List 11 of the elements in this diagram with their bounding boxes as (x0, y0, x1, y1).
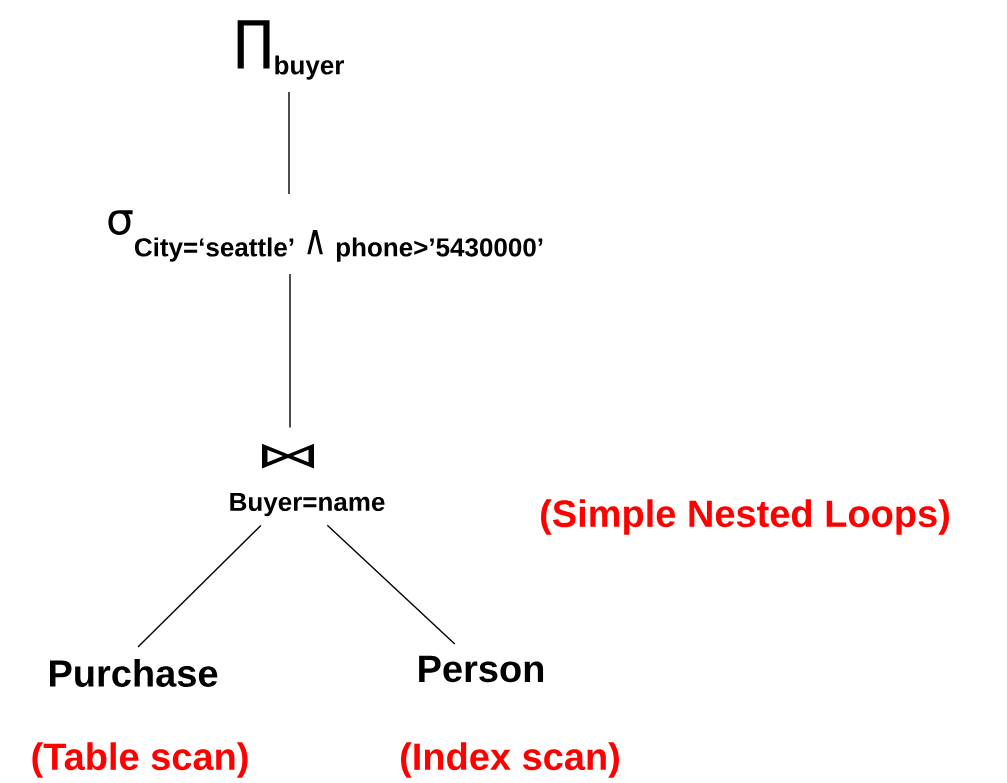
tree-edge (326, 524, 456, 645)
selection-operator: σ City=‘seattle’ ∧ phone>’5430000’ (108, 210, 543, 262)
tree-edge (288, 91, 290, 195)
annotation: (Index scan) (401, 742, 619, 778)
tree-edge (137, 524, 262, 648)
join-operator: ⋈ Buyer=name (230, 443, 385, 517)
annotation: (Simple Nested Loops) (541, 499, 949, 535)
annotation: (Table scan) (32, 742, 248, 778)
relation-name: Person (419, 655, 544, 683)
tree-edge (289, 273, 291, 429)
relation-name: Purchase (50, 659, 218, 687)
